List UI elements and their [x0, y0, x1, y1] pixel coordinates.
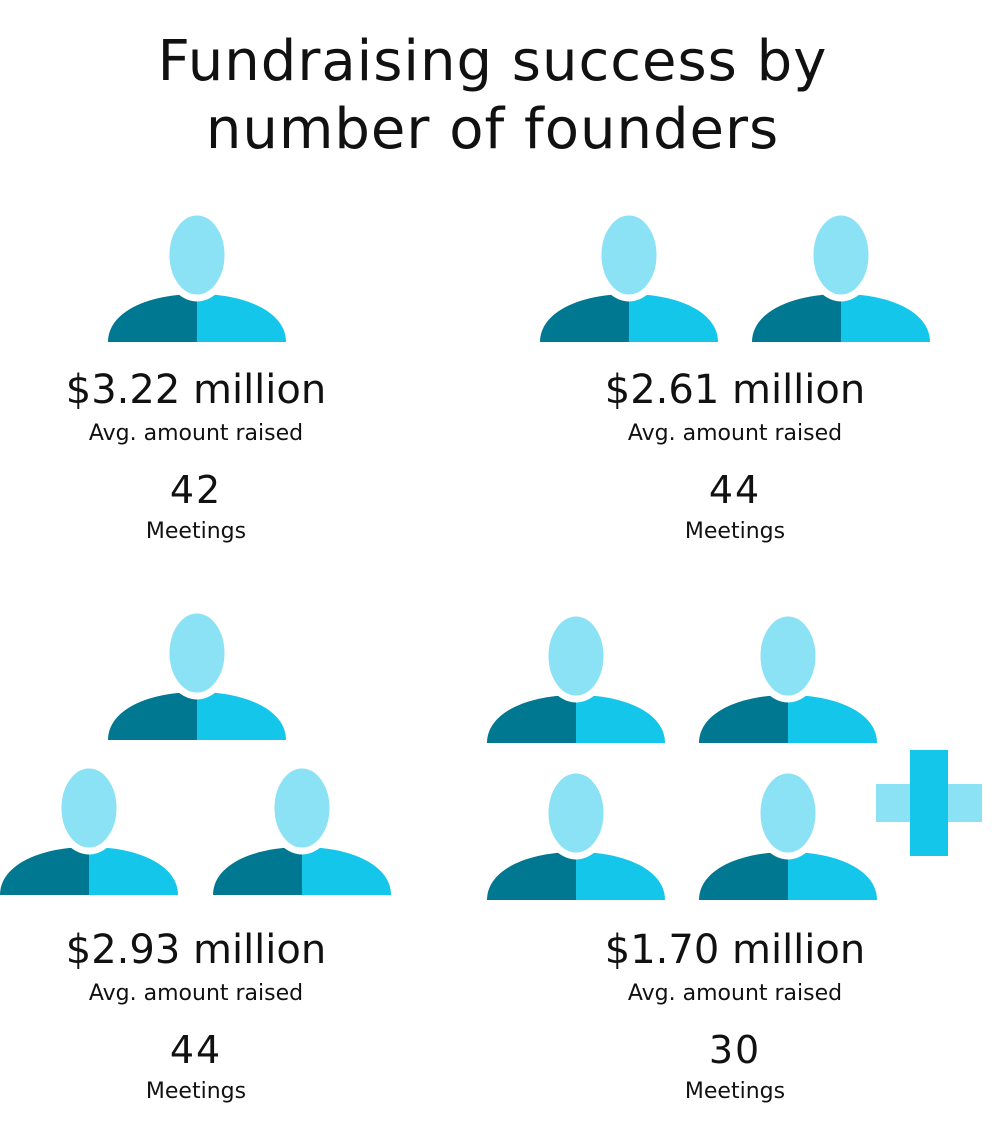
founder-icon: [0, 765, 178, 895]
amount-label: Avg. amount raised: [627, 421, 843, 446]
meetings-count: 44: [708, 468, 762, 512]
amount-label: Avg. amount raised: [88, 981, 304, 1006]
founder-icon: [108, 610, 286, 740]
amount-label: Avg. amount raised: [88, 421, 304, 446]
title-line-2: number of founders: [205, 97, 780, 162]
meetings-label: Meetings: [684, 519, 786, 544]
title-line-1: Fundraising success by: [157, 29, 828, 94]
meetings-count: 42: [169, 468, 223, 512]
meetings-label: Meetings: [145, 519, 247, 544]
meetings-count: 30: [708, 1028, 762, 1072]
amount-raised: $1.70 million: [604, 927, 866, 973]
amount-raised: $2.61 million: [604, 367, 866, 413]
amount-raised: $3.22 million: [65, 367, 327, 413]
founder-icon: [487, 770, 665, 900]
founder-icon: [487, 613, 665, 743]
founder-icon: [108, 212, 286, 342]
founder-icon: [213, 765, 391, 895]
amount-raised: $2.93 million: [65, 927, 327, 973]
meetings-label: Meetings: [684, 1079, 786, 1104]
founder-icon: [752, 212, 930, 342]
meetings-count: 44: [169, 1028, 223, 1072]
amount-label: Avg. amount raised: [627, 981, 843, 1006]
founder-icon: [540, 212, 718, 342]
founder-icon: [699, 770, 877, 900]
plus-icon: [910, 750, 948, 856]
meetings-label: Meetings: [145, 1079, 247, 1104]
founder-icon: [699, 613, 877, 743]
